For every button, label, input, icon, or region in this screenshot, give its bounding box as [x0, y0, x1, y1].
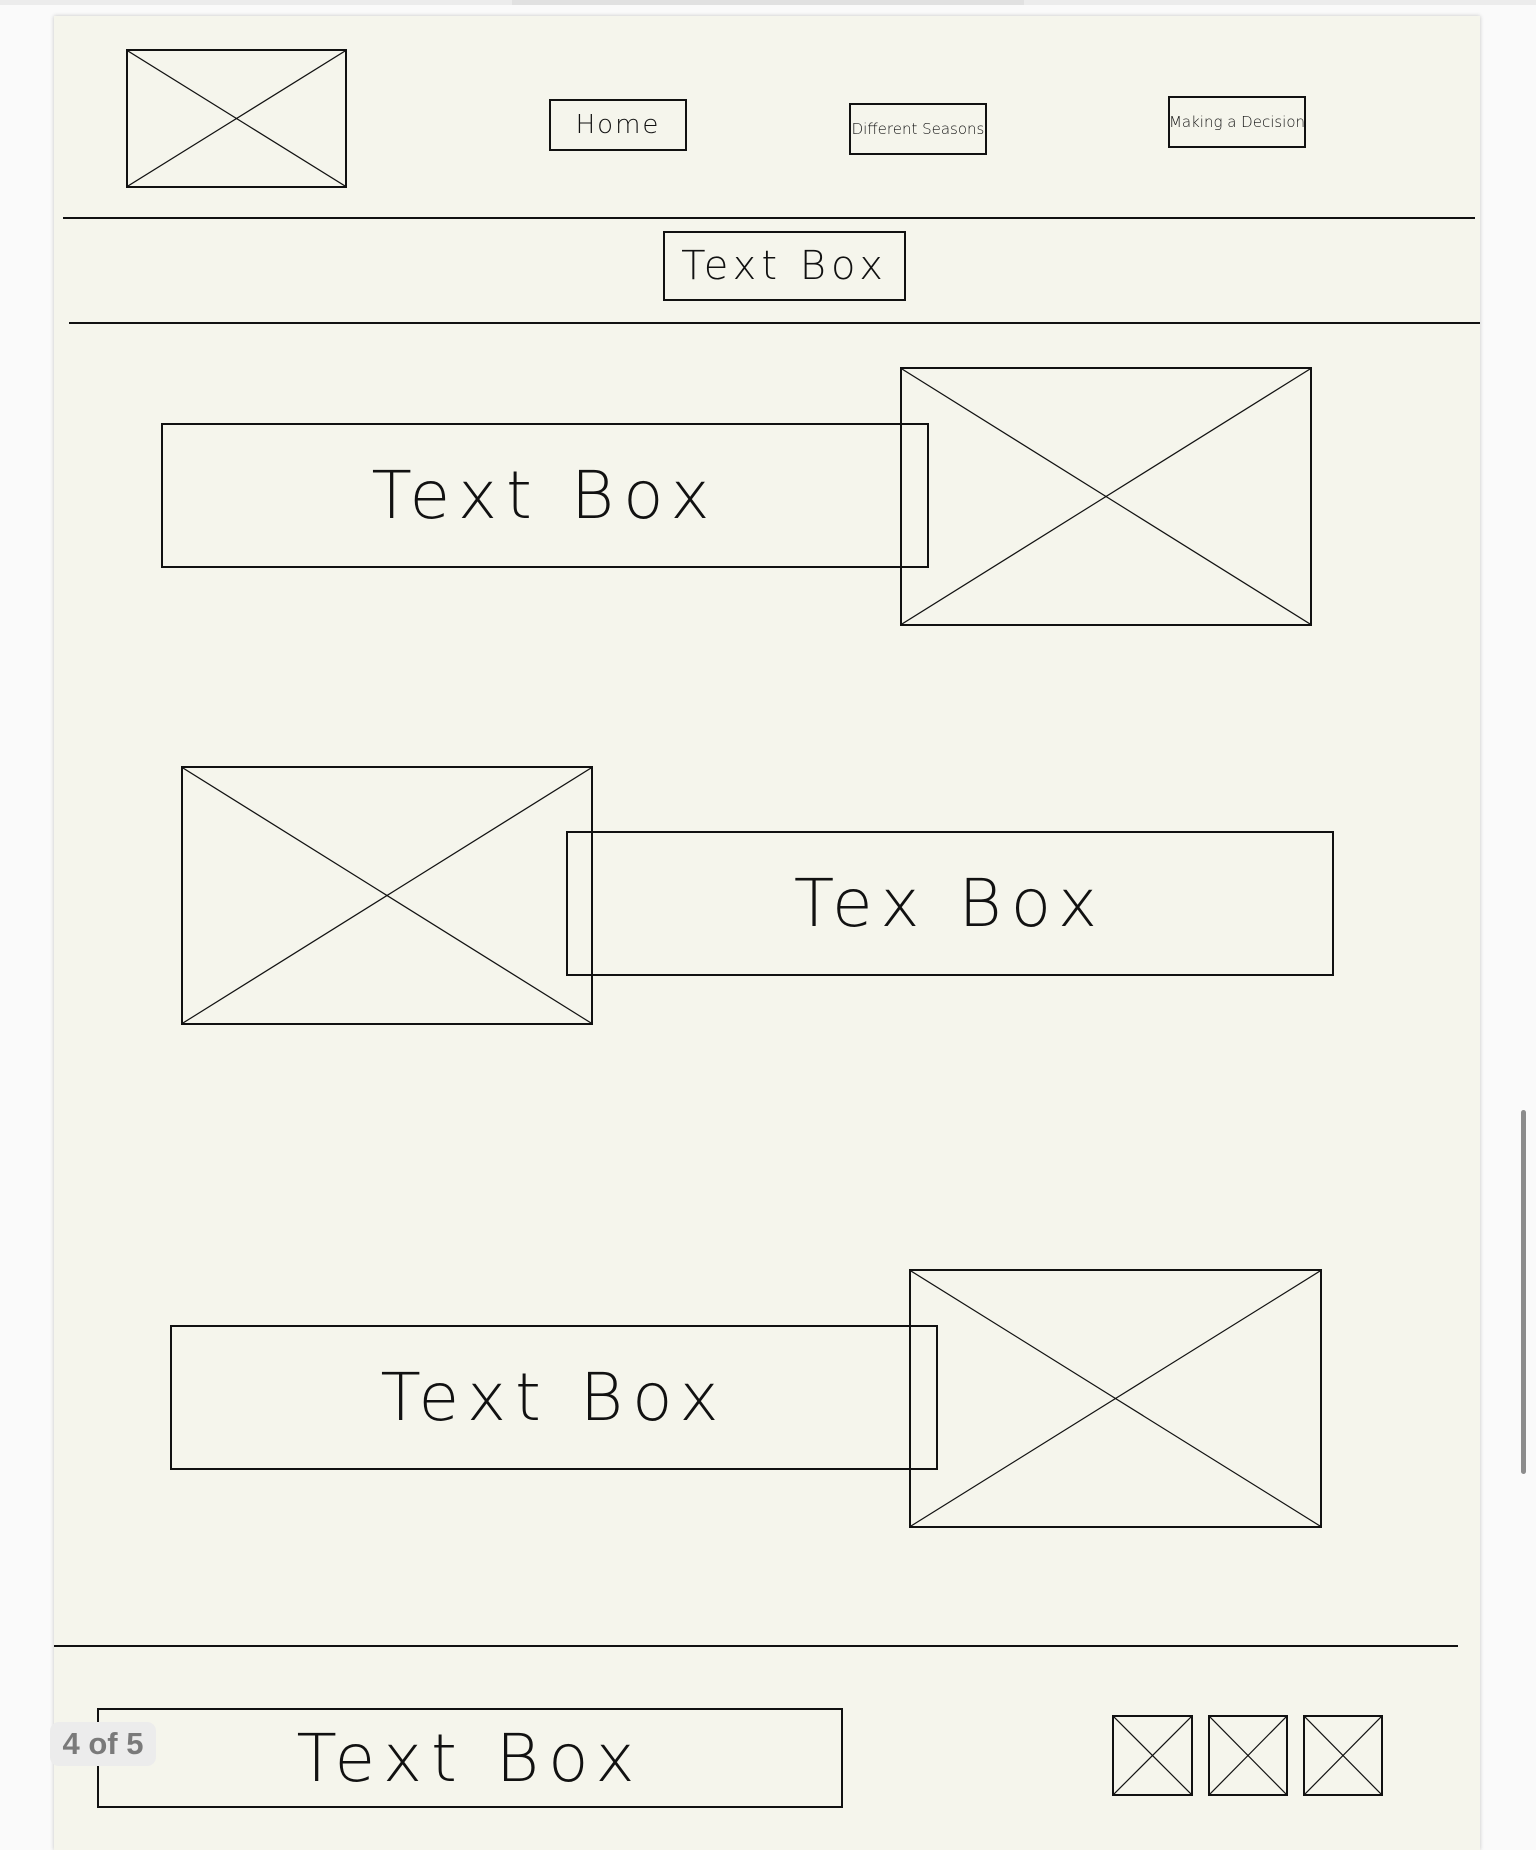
header-text-box: Text Box — [663, 231, 906, 301]
section-image-placeholder — [909, 1269, 1322, 1528]
section-text-box: Text Box — [161, 423, 929, 568]
section-text-box: Tex Box — [566, 831, 1334, 976]
image-placeholder-cross-icon — [1114, 1717, 1191, 1794]
top-bar — [0, 0, 1536, 5]
page-indicator: 4 of 5 — [50, 1722, 156, 1766]
nav-different-seasons-button[interactable]: Different Seasons — [849, 103, 987, 155]
image-placeholder-cross-icon — [911, 1271, 1320, 1526]
nav-making-a-decision-button[interactable]: Making a Decision — [1168, 96, 1306, 148]
nav-home-button[interactable]: Home — [549, 99, 687, 151]
logo-placeholder — [126, 49, 347, 188]
top-bar-segment — [512, 0, 1024, 5]
image-placeholder-cross-icon — [1210, 1717, 1286, 1794]
image-placeholder-cross-icon — [128, 51, 345, 186]
footer-divider — [54, 1645, 1458, 1647]
scrollbar[interactable] — [1521, 1110, 1526, 1474]
section-text-box: Text Box — [170, 1325, 938, 1470]
section-image-placeholder — [900, 367, 1312, 626]
social-icon-placeholder[interactable] — [1303, 1715, 1383, 1796]
image-placeholder-cross-icon — [1305, 1717, 1381, 1794]
image-placeholder-cross-icon — [183, 768, 591, 1023]
footer-text-box: Text Box — [97, 1708, 843, 1808]
social-icon-placeholder[interactable] — [1112, 1715, 1193, 1796]
image-placeholder-cross-icon — [902, 369, 1310, 624]
wireframe-page: Home Different Seasons Making a Decision… — [54, 16, 1480, 1850]
section-image-placeholder — [181, 766, 593, 1025]
social-icon-placeholder[interactable] — [1208, 1715, 1288, 1796]
header-divider-bottom — [69, 322, 1480, 324]
header-divider — [63, 217, 1475, 219]
